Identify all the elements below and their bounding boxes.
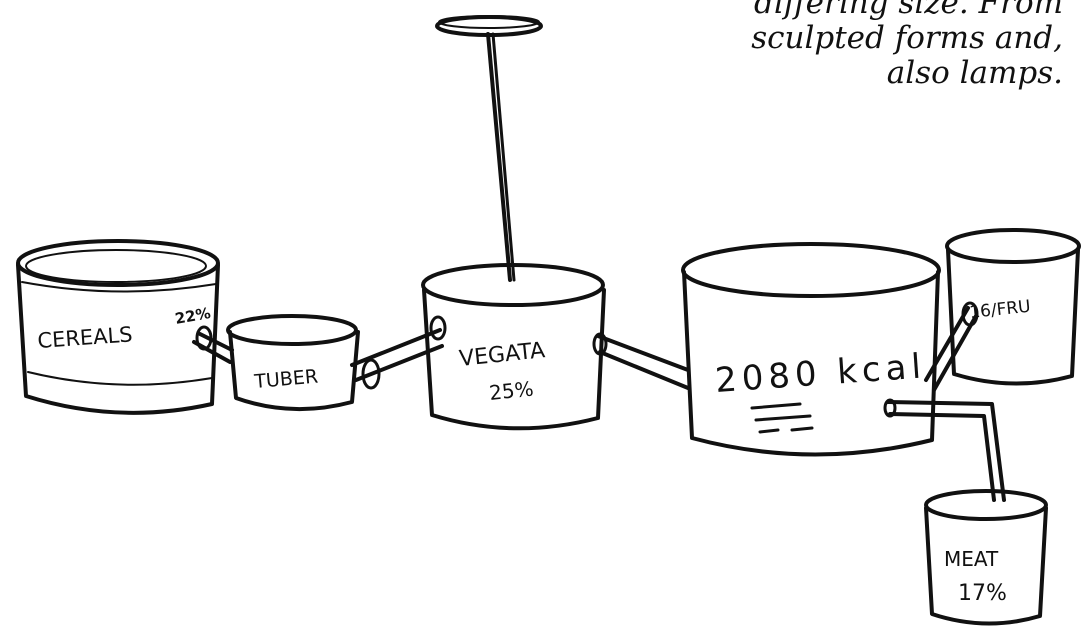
meat-percentage: 17% (958, 581, 1007, 606)
fruit-label: 16/FRU (968, 297, 1031, 323)
central-pot (681, 242, 941, 457)
center-fruit-connector (924, 301, 979, 392)
tuber-pot (226, 314, 360, 412)
cereals-percentage: 22% (174, 304, 212, 328)
veg-center-connector (592, 332, 690, 390)
caption-line-2: sculpted forms and, (751, 20, 1063, 56)
center-label: 2080 kcal (714, 346, 927, 401)
tuber-label: TUBER (253, 366, 319, 394)
vegetables-label: VEGATA (458, 338, 546, 372)
center-underline-marks (750, 402, 814, 434)
ceiling-disc (435, 15, 543, 37)
cereals-label: CEREALS (37, 322, 134, 353)
caption-line-3: also lamps. (886, 55, 1063, 91)
vegetables-percentage: 25% (488, 376, 535, 405)
meat-pot (924, 489, 1048, 626)
cereals-pot (16, 239, 220, 415)
cereals-tuber-connector (192, 325, 234, 364)
fruit-pot (945, 228, 1081, 386)
suspension-rod (486, 32, 516, 282)
vegetables-pot (421, 263, 606, 431)
meat-label: MEAT (944, 547, 999, 571)
center-meat-pipe (883, 398, 1006, 502)
caption-line-1: differing size. From (753, 0, 1063, 21)
caption-text: differing size. From sculpted forms and,… (751, 0, 1063, 91)
